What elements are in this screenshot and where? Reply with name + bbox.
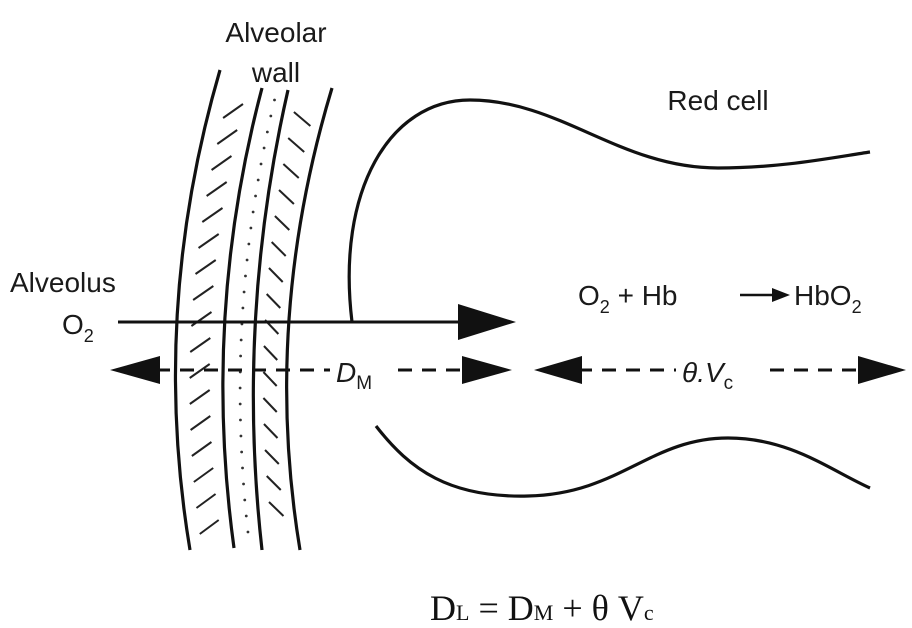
wall-dot (242, 290, 246, 294)
wall-hatch-mark (190, 415, 211, 431)
wall-dot (256, 178, 260, 182)
wall-dot (247, 242, 251, 246)
reaction-product-label: HbO2 (794, 280, 862, 317)
wall-hatch-mark (192, 285, 214, 301)
wall-dot (242, 482, 245, 486)
wall-dot (241, 306, 245, 310)
wall-hatch-mark (264, 449, 280, 465)
wall-hatch-mark (190, 311, 213, 327)
membrane-diffusing-capacity-label: DM (336, 357, 372, 394)
wall-hatch-mark (293, 111, 312, 127)
wall-hatching-right (262, 111, 312, 517)
wall-hatching-left (189, 103, 244, 535)
wall-dot (239, 418, 242, 422)
wall-hatch-mark (278, 189, 295, 205)
wall-dot (259, 162, 263, 166)
wall-dot (265, 130, 269, 134)
wall-outer-right-line (285, 87, 334, 551)
wall-dot (244, 274, 247, 278)
wall-dot (239, 354, 243, 358)
wall-hatch-mark (216, 129, 238, 145)
wall-hatch-mark (265, 293, 281, 309)
wall-hatch-mark (270, 241, 287, 257)
wall-hatch-mark (262, 371, 278, 387)
alveolus-label: Alveolus (10, 267, 116, 298)
red-cell-outline (347, 98, 871, 498)
wall-hatch-mark (266, 475, 282, 491)
wall-hatch-mark (268, 501, 285, 517)
red-cell-upper-curve (347, 98, 871, 323)
wall-dot (273, 98, 276, 102)
wall-dot (249, 226, 253, 230)
wall-dot (239, 338, 243, 342)
wall-dot (238, 386, 242, 390)
wall-hatch-mark (197, 233, 220, 249)
wall-dot (251, 210, 255, 214)
wall-hatch-mark (194, 259, 217, 275)
wall-dot (240, 450, 244, 454)
wall-inner-left-line (221, 87, 264, 549)
wall-hatch-mark (262, 397, 278, 413)
wall-dot (238, 402, 242, 406)
wall-dot (243, 498, 247, 502)
wall-hatch-mark (191, 441, 213, 457)
wall-hatch-mark (210, 155, 233, 171)
wall-dot (245, 258, 249, 262)
theta-vc-label: θ.Vc (682, 357, 733, 394)
theta-arrowhead-left (534, 356, 582, 384)
wall-hatch-mark (193, 467, 214, 483)
wall-dot (239, 434, 243, 438)
reaction-reactants-label: O2 + Hb (578, 280, 678, 317)
red-cell-lower-curve (374, 425, 871, 498)
alveolar-wall-label-line2: wall (251, 57, 300, 88)
wall-hatch-mark (206, 181, 228, 197)
wall-hatch-mark (199, 519, 220, 535)
red-cell-label: Red cell (667, 85, 768, 116)
wall-outer-left-line (173, 69, 222, 551)
wall-hatch-mark (201, 207, 224, 223)
oxygen-flux-arrowhead (458, 304, 516, 340)
wall-hatch-mark (222, 103, 244, 119)
wall-inner-right-line (251, 89, 290, 551)
wall-hatch-mark (287, 137, 305, 153)
diffusing-capacity-formula: DL = DM + θ Vc (430, 588, 654, 628)
wall-dot (246, 530, 250, 534)
theta-arrowhead-right (858, 356, 906, 384)
alveolar-wall (173, 69, 334, 551)
alveolus-o2-label: O2 (62, 309, 94, 346)
alveolar-wall-label-line1: Alveolar (225, 17, 326, 48)
wall-hatch-mark (282, 163, 300, 179)
wall-hatch-mark (195, 493, 217, 509)
wall-dot (241, 466, 244, 470)
wall-hatch-mark (189, 389, 211, 405)
wall-hatch-mark (189, 337, 211, 353)
dm-arrowhead-left (110, 356, 160, 384)
wall-hatch-mark (189, 363, 211, 379)
dm-arrowhead-right (462, 356, 512, 384)
wall-hatch-mark (274, 215, 290, 231)
reaction-arrowhead (772, 288, 790, 302)
wall-hatch-mark (263, 345, 278, 361)
wall-hatch-mark (263, 423, 279, 439)
wall-dot (262, 146, 266, 150)
wall-hatch-mark (268, 267, 284, 283)
wall-dot (269, 114, 273, 118)
wall-dot (254, 194, 257, 198)
wall-dot (244, 514, 248, 518)
